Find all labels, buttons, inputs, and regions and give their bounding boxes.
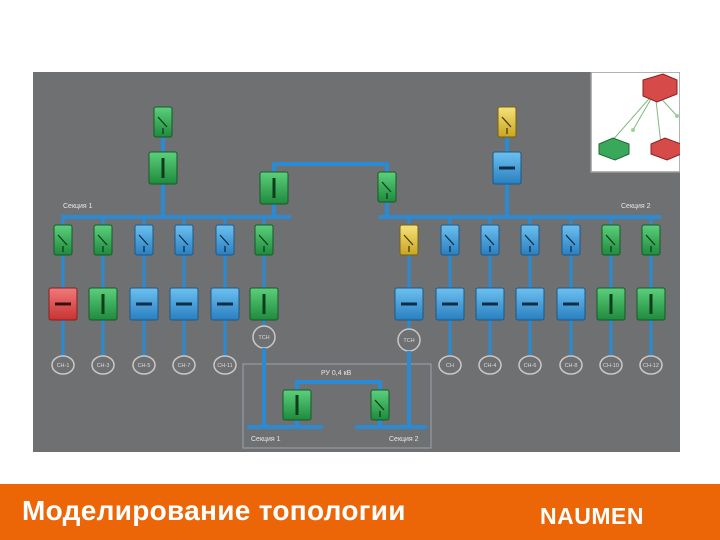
left-feeder-breaker-4[interactable]: [169, 287, 199, 321]
left-feeder-switch-2[interactable]: [93, 224, 113, 256]
right-feeder-switch-2[interactable]: [480, 224, 500, 256]
left-feeder-breaker-1[interactable]: [48, 287, 78, 321]
right-consumer-label-1: CH: [446, 363, 454, 369]
left-transformer-feeder: [249, 217, 279, 326]
left-transformer-breaker[interactable]: [249, 287, 279, 321]
right-consumer-3[interactable]: CH-6: [518, 355, 542, 375]
right-feeder-breaker-5[interactable]: [596, 287, 626, 321]
rp-breaker[interactable]: [282, 389, 312, 421]
right-consumer-label-2: CH-4: [484, 363, 497, 369]
right-feeders: CH CH-4 CH-6 CH-8 CH-10 CH-12: [394, 217, 666, 375]
transformer-right[interactable]: ТСН: [397, 328, 421, 352]
transformer-left[interactable]: ТСН: [252, 325, 276, 349]
left-feeder-breaker-3[interactable]: [129, 287, 159, 321]
left-feeder-4: CH-7: [169, 217, 199, 375]
right-feeder-breaker-2[interactable]: [475, 287, 505, 321]
left-feeder-switch-3[interactable]: [134, 224, 154, 256]
left-feeder-switch-4[interactable]: [174, 224, 194, 256]
naumen-logo: NAUMEN: [540, 503, 644, 529]
left-consumer-label-5: CH-11: [217, 363, 233, 369]
left-consumer-label-2: CH-3: [97, 363, 110, 369]
left-consumer-label-3: CH-5: [138, 363, 151, 369]
left-consumer-label-4: CH-7: [178, 363, 191, 369]
server-icon-red: [650, 137, 680, 161]
left-feeder-breaker-5[interactable]: [210, 287, 240, 321]
right-feeder-switch-3[interactable]: [520, 224, 540, 256]
right-feeder-switch-4[interactable]: [561, 224, 581, 256]
right-transformer-breaker[interactable]: [394, 287, 424, 321]
right-consumer-4[interactable]: CH-8: [559, 355, 583, 375]
right-transformer-switch[interactable]: [399, 224, 419, 256]
right-consumer-2[interactable]: CH-4: [478, 355, 502, 375]
right-feeder-5: CH-10: [596, 217, 626, 375]
svg-text:ТСН: ТСН: [403, 338, 414, 344]
left-feeder-switch-1[interactable]: [53, 224, 73, 256]
right-feeder-breaker-1[interactable]: [435, 287, 465, 321]
left-feeder-breaker-2[interactable]: [88, 287, 118, 321]
left-consumer-5[interactable]: CH-11: [213, 355, 237, 375]
right-feeder-1: CH: [435, 217, 465, 375]
right-feeder-3: CH-6: [515, 217, 545, 375]
server-icon-green: [598, 137, 630, 161]
top-right-switch[interactable]: [497, 106, 517, 138]
top-right-breaker[interactable]: [492, 151, 522, 185]
page-title: Моделирование топологии: [22, 495, 406, 526]
left-consumer-2[interactable]: CH-3: [91, 355, 115, 375]
right-consumer-label-3: CH-6: [524, 363, 537, 369]
left-feeder-switch-5[interactable]: [215, 224, 235, 256]
right-feeder-6: CH-12: [636, 217, 666, 375]
section-2-label: Секция 2: [621, 203, 651, 210]
right-consumer-label-6: CH-12: [643, 363, 659, 369]
right-feeder-switch-6[interactable]: [641, 224, 661, 256]
left-transformer-switch[interactable]: [254, 224, 274, 256]
right-feeder-switch-1[interactable]: [440, 224, 460, 256]
right-consumer-1[interactable]: CH: [438, 355, 462, 375]
left-feeder-3: CH-5: [129, 217, 159, 375]
rp-section-2-label: Секция 2: [389, 436, 419, 443]
right-consumer-label-4: CH-8: [565, 363, 578, 369]
right-feeder-4: CH-8: [556, 217, 586, 375]
top-left-switch[interactable]: [153, 106, 173, 138]
rp-box: РУ 0,4 кВ Секция 1 Секция 2: [242, 348, 432, 449]
left-feeder-5: CH-11: [210, 217, 240, 375]
rp-section-1-label: Секция 1: [251, 436, 281, 443]
right-consumer-label-5: CH-10: [603, 363, 619, 369]
left-feeders: CH-1 CH-3 CH-5 CH-7 CH-11: [48, 217, 279, 375]
network-inset: [590, 72, 680, 173]
right-feeder-breaker-6[interactable]: [636, 287, 666, 321]
left-feeder-2: CH-3: [88, 217, 118, 375]
left-consumer-3[interactable]: CH-5: [132, 355, 156, 375]
server-icon-red-top: [642, 73, 678, 103]
left-consumer-1[interactable]: CH-1: [51, 355, 75, 375]
rp-switch[interactable]: [370, 389, 390, 421]
svg-text:ТСН: ТСН: [258, 335, 269, 341]
bus-tie-breaker[interactable]: [259, 171, 289, 205]
bus-tie-switch[interactable]: [377, 171, 397, 203]
left-consumer-4[interactable]: CH-7: [172, 355, 196, 375]
right-feeder-breaker-3[interactable]: [515, 287, 545, 321]
top-left-breaker[interactable]: [148, 151, 178, 185]
right-consumer-6[interactable]: CH-12: [639, 355, 663, 375]
right-feeder-breaker-4[interactable]: [556, 287, 586, 321]
section-1-label: Секция 1: [63, 203, 93, 210]
right-consumer-5[interactable]: CH-10: [599, 355, 623, 375]
left-consumer-label-1: CH-1: [57, 363, 70, 369]
right-feeder-2: CH-4: [475, 217, 505, 375]
rp-title: РУ 0,4 кВ: [321, 370, 352, 377]
right-transformer-feeder: [394, 217, 424, 329]
left-feeder-1: CH-1: [48, 217, 78, 375]
right-feeder-switch-5[interactable]: [601, 224, 621, 256]
footer-bar: Моделирование топологии NAUMEN: [0, 484, 720, 540]
